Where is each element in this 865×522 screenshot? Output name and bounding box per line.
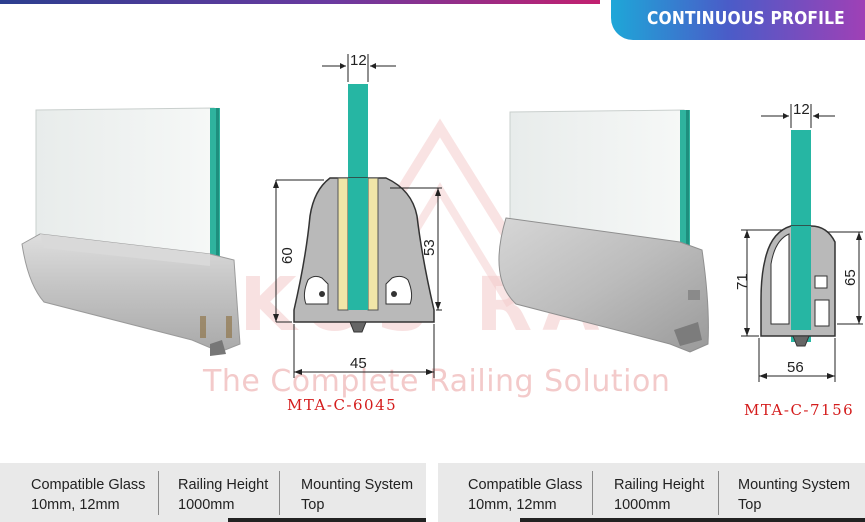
section-banner: CONTINUOUS PROFILE: [611, 0, 865, 40]
product-1-render: [21, 107, 241, 356]
product-2-code: MTA-C-7156: [744, 401, 855, 419]
dim-glass-depth-2: 65: [842, 269, 859, 286]
dim-height-2: 71: [735, 273, 751, 290]
spec-railing-height-2: Railing Height 1000mm: [614, 477, 705, 513]
section-title: CONTINUOUS PROFILE: [647, 8, 845, 29]
spec-compatible-glass-2: Compatible Glass 10mm, 12mm: [468, 477, 583, 513]
spec-mounting-system-2: Mounting System Top: [738, 477, 851, 513]
spec-mounting-system: Mounting System Top: [301, 477, 414, 513]
top-accent-line: [0, 0, 600, 4]
dim-glass-2: 12: [793, 101, 810, 118]
product-2-spec-bar: Compatible Glass 10mm, 12mm Railing Heig…: [438, 463, 865, 522]
spec-compatible-glass: Compatible Glass 10mm, 12mm: [31, 477, 146, 513]
spec-railing-height: Railing Height 1000mm: [178, 477, 269, 513]
product-2-drawing: 12 71 65 56: [735, 101, 863, 382]
product-2-render: [498, 109, 709, 353]
product-1-drawing: 12 60 53 45: [273, 52, 442, 378]
product-1-code: MTA-C-6045: [287, 396, 398, 414]
dim-height: 60: [279, 247, 296, 264]
dim-glass: 12: [350, 52, 367, 69]
product-1-spec-bar: Compatible Glass 10mm, 12mm Railing Heig…: [0, 463, 426, 522]
dim-width-2: 56: [787, 359, 804, 376]
dim-width: 45: [350, 355, 367, 372]
dim-glass-depth: 53: [421, 239, 438, 256]
